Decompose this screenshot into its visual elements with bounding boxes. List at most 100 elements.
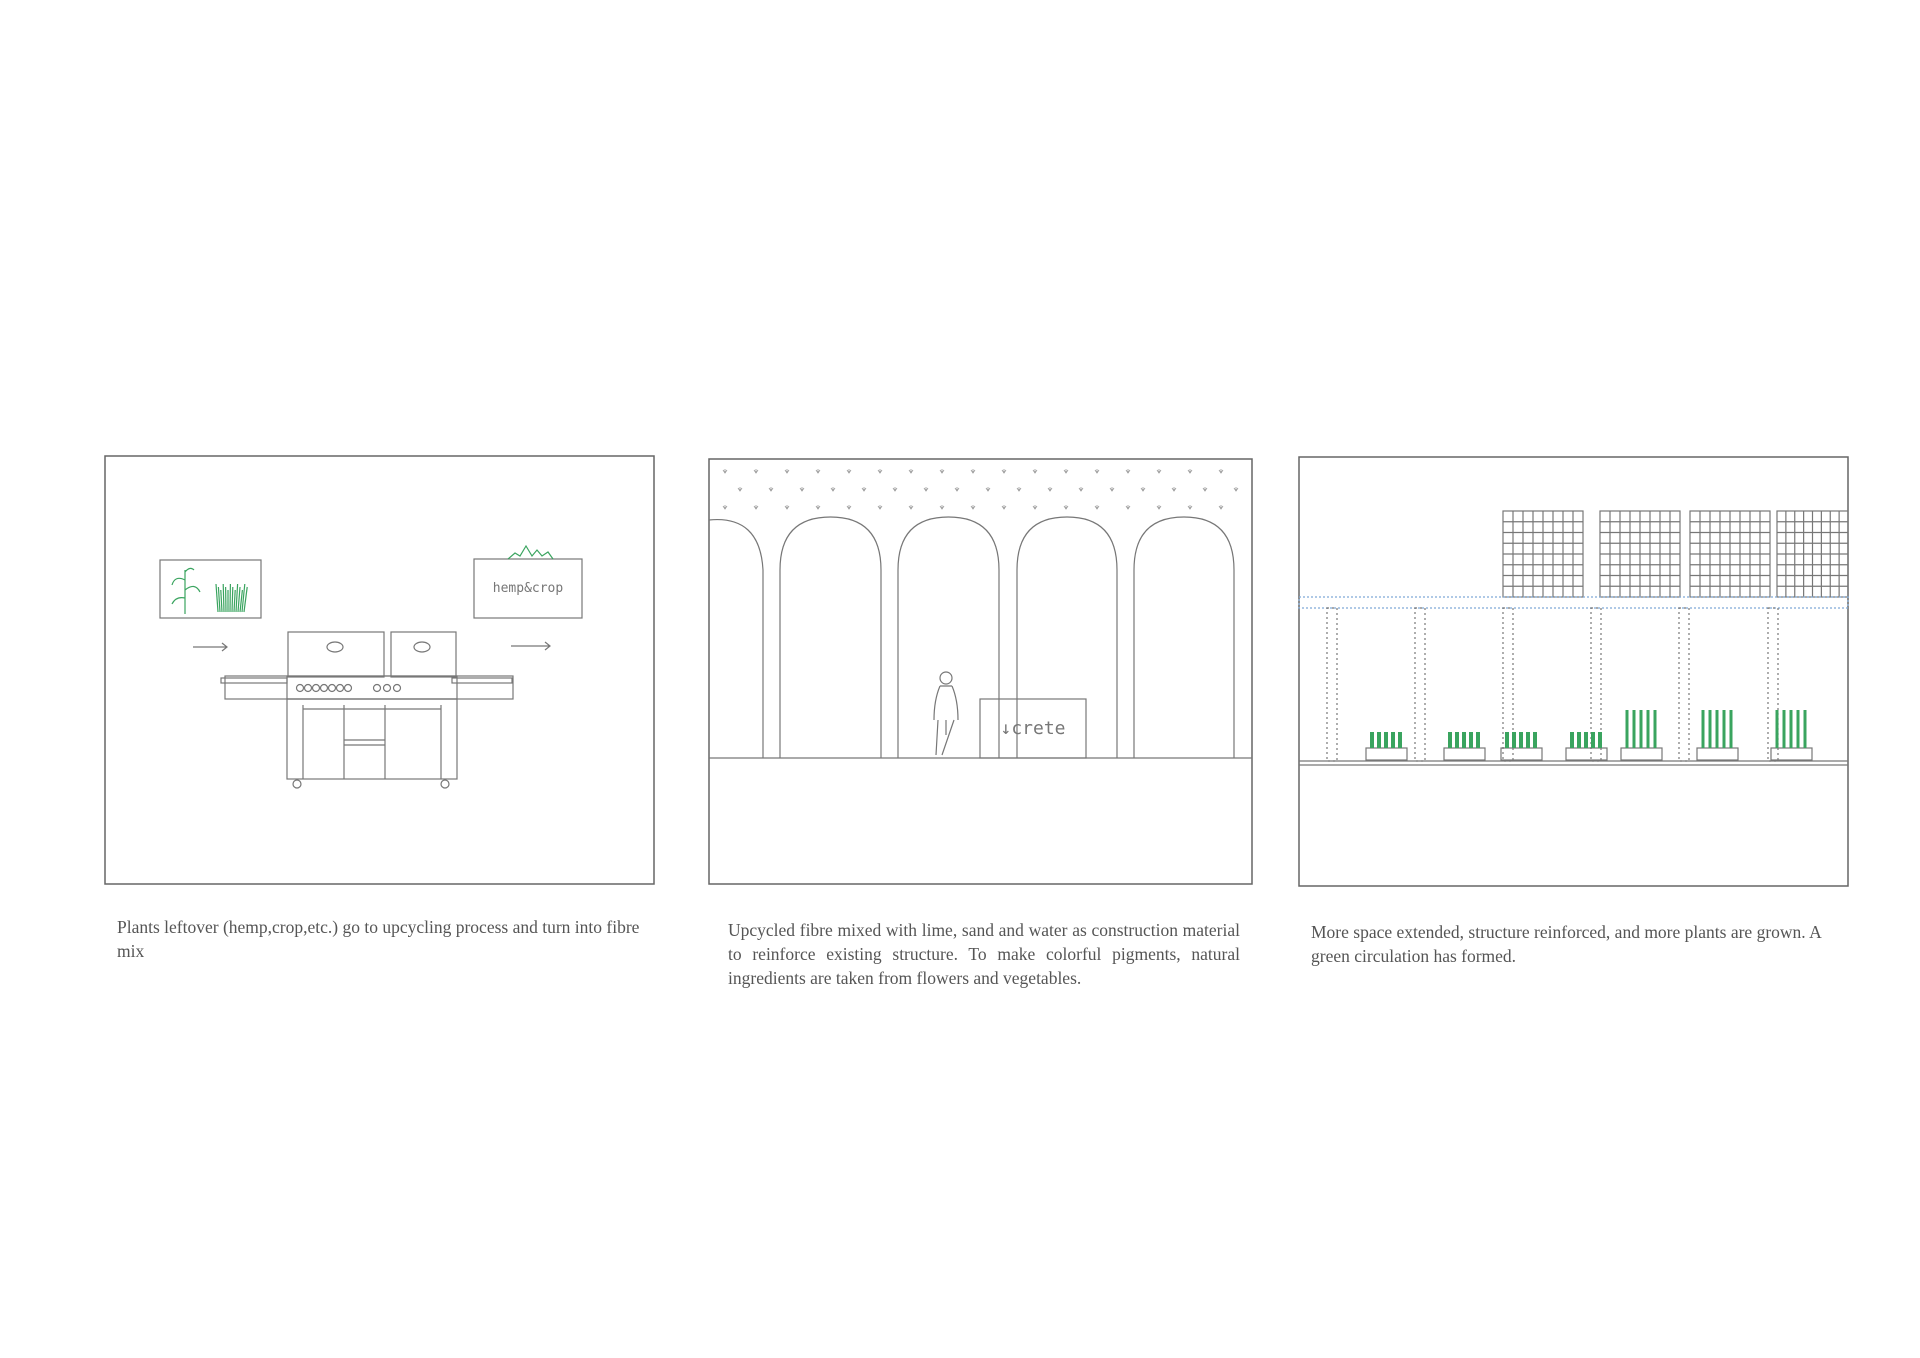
pattern-mark: [1125, 469, 1131, 474]
pattern-mark: [768, 487, 774, 492]
knob-icon: [382, 683, 392, 693]
column: [1767, 607, 1779, 762]
pattern-mark: [877, 469, 883, 474]
knob-icon: [303, 683, 313, 693]
pattern-mark: [737, 487, 743, 492]
planter: [1620, 747, 1663, 761]
arches: [708, 516, 1235, 758]
knob-icon: [335, 683, 345, 693]
arch: [897, 516, 1000, 758]
pattern-mark: [799, 487, 805, 492]
pattern-mark: [1218, 505, 1224, 510]
pattern-mark: [846, 505, 852, 510]
column: [1502, 607, 1514, 762]
arch: [1016, 516, 1118, 758]
panel-3-growth: [1298, 456, 1849, 887]
arch: [1133, 516, 1235, 758]
arrow-icon: [511, 641, 551, 651]
planter: [1365, 747, 1408, 761]
planter: [1770, 747, 1813, 761]
pattern-mark: [784, 469, 790, 474]
pattern-mark: [923, 487, 929, 492]
pattern-mark: [892, 487, 898, 492]
knob-icon: [319, 683, 329, 693]
pattern-mark: [1001, 469, 1007, 474]
pattern-mark: [939, 505, 945, 510]
column: [1678, 607, 1690, 762]
planter: [1696, 747, 1739, 761]
pattern-mark: [1016, 487, 1022, 492]
caption-panel-3: More space extended, structure reinforce…: [1311, 922, 1821, 966]
facade-grid: [1502, 510, 1849, 598]
pattern-mark: [846, 469, 852, 474]
pattern-mark: [954, 487, 960, 492]
pattern-mark: [722, 469, 728, 474]
knob-icon: [295, 683, 305, 693]
pattern-mark: [1094, 469, 1100, 474]
pattern-mark: [939, 469, 945, 474]
pattern-mark: [753, 505, 759, 510]
arrow-icon: [193, 642, 228, 652]
pattern-mark: [1094, 505, 1100, 510]
worker-figure: [933, 671, 959, 756]
planter: [1443, 747, 1486, 761]
pattern-mark: [861, 487, 867, 492]
pattern-mark: [1140, 487, 1146, 492]
pattern-mark: [1063, 469, 1069, 474]
knob-icon: [372, 683, 382, 693]
knob-icon: [343, 683, 353, 693]
knob-icon: [327, 683, 337, 693]
grill-machine: [220, 631, 514, 789]
column: [1414, 607, 1426, 762]
panel-1-upcycling: hemp&crop: [104, 455, 655, 885]
pattern-mark: [815, 505, 821, 510]
pattern-mark: [784, 505, 790, 510]
columns: [1326, 607, 1779, 762]
pattern-mark: [877, 505, 883, 510]
pattern-mark: [1001, 505, 1007, 510]
knob-icon: [392, 683, 402, 693]
caption-panel-1: Plants leftover (hemp,crop,etc.) go to u…: [117, 917, 640, 961]
pattern-mark: [815, 469, 821, 474]
pattern-mark: [908, 505, 914, 510]
pattern-mark: [1032, 505, 1038, 510]
knob-icon: [311, 683, 321, 693]
pattern-mark: [908, 469, 914, 474]
grass-icon: [215, 583, 219, 613]
pattern-mark: [985, 487, 991, 492]
panel-2-construction: ↓crete: [708, 458, 1253, 885]
caption-panel-2: Upcycled fibre mixed with lime, sand and…: [728, 920, 1240, 988]
pattern-mark: [1125, 505, 1131, 510]
arch: [708, 519, 764, 758]
arch: [779, 516, 882, 758]
plants-picture: [159, 559, 262, 619]
pattern-mark: [1063, 505, 1069, 510]
column: [1326, 607, 1338, 762]
pattern-mark: [1156, 505, 1162, 510]
pattern-mark: [722, 505, 728, 510]
pattern-mark: [1047, 487, 1053, 492]
hemp-crop-box: hemp&crop: [473, 544, 583, 619]
hemp-crop-label: hemp&crop: [493, 581, 564, 596]
planter: [1500, 747, 1543, 761]
pattern-mark: [1109, 487, 1115, 492]
pattern-mark: [1032, 469, 1038, 474]
pattern-mark: [830, 487, 836, 492]
pattern-mark: [1156, 469, 1162, 474]
pattern-mark: [1218, 469, 1224, 474]
pattern-mark: [1202, 487, 1208, 492]
svg-text:↓crete: ↓crete: [1000, 718, 1065, 739]
pattern-mark: [1187, 505, 1193, 510]
planters: [1365, 710, 1813, 761]
corn-plant-icon: [171, 567, 201, 614]
column: [1590, 607, 1602, 762]
crete-label: crete: [1011, 718, 1065, 739]
pattern-mark: [1187, 469, 1193, 474]
pattern-mark: [753, 469, 759, 474]
pattern-mark: [1233, 487, 1239, 492]
pattern-mark: [1171, 487, 1177, 492]
pattern-mark: [970, 469, 976, 474]
crete-block: ↓crete: [979, 698, 1087, 759]
pattern-mark: [1078, 487, 1084, 492]
